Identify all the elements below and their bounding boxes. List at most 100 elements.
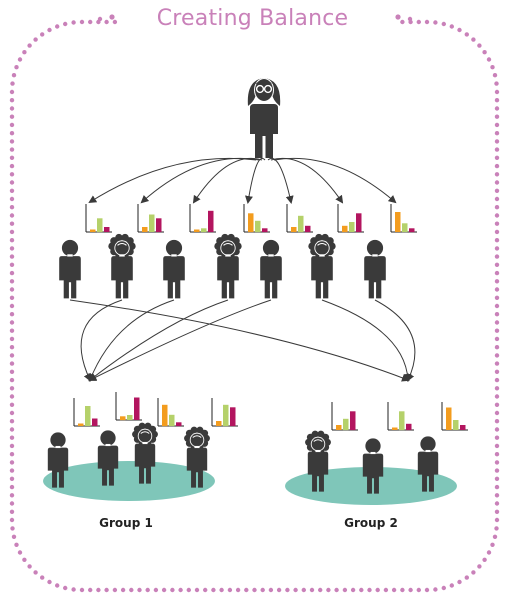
border-dot: [457, 579, 462, 585]
border-dot: [161, 587, 167, 593]
border-dot: [494, 213, 500, 218]
chart-bar: [350, 411, 356, 431]
border-dot: [88, 19, 93, 25]
chart-bar: [134, 397, 140, 420]
border-dot: [9, 328, 15, 333]
border-dot: [433, 20, 438, 25]
border-dot: [494, 254, 500, 259]
border-dot: [153, 587, 159, 593]
border-dot: [494, 147, 500, 152]
border-dot: [301, 587, 306, 593]
border-dot: [9, 180, 15, 185]
border-dot: [494, 196, 500, 202]
chart-bar: [446, 407, 452, 430]
chart-bar: [291, 227, 297, 232]
border-dot: [494, 81, 499, 86]
border-dot: [40, 32, 45, 37]
border-dot: [494, 131, 500, 136]
border-dot: [494, 345, 500, 350]
border-dot: [9, 238, 15, 243]
chart-bar: [216, 421, 222, 426]
bar-chart-icon: [243, 204, 270, 233]
arrow: [140, 157, 260, 204]
border-dot: [9, 476, 15, 481]
bar-chart-icon: [85, 204, 112, 233]
border-dot: [9, 270, 15, 276]
border-dot: [9, 419, 15, 424]
border-dot: [494, 402, 500, 407]
chart-bar: [248, 213, 254, 233]
chart-bar: [208, 210, 214, 233]
chart-bar: [127, 415, 133, 420]
arrow: [88, 299, 175, 382]
border-dot: [9, 279, 15, 284]
border-dot: [9, 435, 15, 440]
chart-bar: [85, 406, 91, 426]
border-dot: [400, 587, 405, 593]
chart-bar: [402, 223, 408, 233]
chart-bar: [97, 218, 103, 233]
chart-bar: [176, 422, 182, 427]
border-dot: [494, 221, 500, 226]
border-dot: [97, 16, 103, 22]
border-dot: [268, 587, 274, 593]
chart-bar: [156, 218, 162, 233]
border-dot: [494, 509, 500, 514]
chart-bar: [149, 214, 155, 232]
border-dot: [494, 443, 500, 449]
border-dot: [494, 460, 500, 465]
border-dot: [350, 587, 356, 593]
border-dot: [494, 287, 500, 292]
border-dot: [494, 303, 500, 309]
border-dot: [9, 468, 15, 473]
border-dot: [55, 24, 60, 29]
border-dot: [47, 579, 52, 585]
group-1-platform: [43, 461, 215, 501]
border-dot: [9, 188, 15, 193]
border-dot: [9, 452, 15, 457]
student-icon: [417, 436, 439, 492]
border-dot: [9, 484, 15, 490]
group-1-label: Group 1: [99, 516, 153, 530]
group-2-label: Group 2: [344, 516, 398, 530]
curly-hair-student-icon: [308, 233, 336, 299]
border-dot: [9, 443, 15, 449]
border-dot: [293, 587, 298, 593]
border-dot: [490, 542, 495, 547]
border-dot: [494, 270, 500, 276]
border-dot: [486, 57, 492, 62]
mini-charts: [73, 204, 468, 431]
border-dot: [71, 587, 76, 592]
border-dot: [494, 526, 499, 531]
border-dot: [17, 550, 23, 555]
border-dot: [17, 57, 23, 62]
border-dot: [309, 587, 315, 593]
border-dot: [494, 435, 500, 440]
border-dot: [178, 587, 183, 593]
border-dot: [9, 254, 15, 259]
student-icon: [163, 239, 185, 299]
arrow: [273, 157, 397, 204]
border-dot: [79, 19, 85, 25]
border-dot: [494, 180, 500, 185]
border-dot: [494, 427, 500, 432]
border-dot: [494, 114, 500, 119]
arrow: [270, 157, 344, 204]
chart-bar: [453, 420, 459, 430]
border-dot: [383, 587, 389, 593]
arrow: [374, 299, 416, 382]
border-dot: [494, 369, 500, 374]
border-dot: [9, 163, 15, 169]
chart-bar: [395, 212, 401, 232]
border-dot: [9, 106, 15, 111]
border-dot: [10, 81, 15, 86]
border-dot: [211, 587, 216, 593]
chart-bar: [399, 411, 405, 431]
border-dot: [203, 587, 208, 593]
border-dot: [9, 336, 15, 342]
border-dot: [334, 587, 339, 593]
border-dot: [400, 19, 405, 25]
chart-bar: [201, 228, 207, 233]
border-dot: [494, 394, 500, 399]
